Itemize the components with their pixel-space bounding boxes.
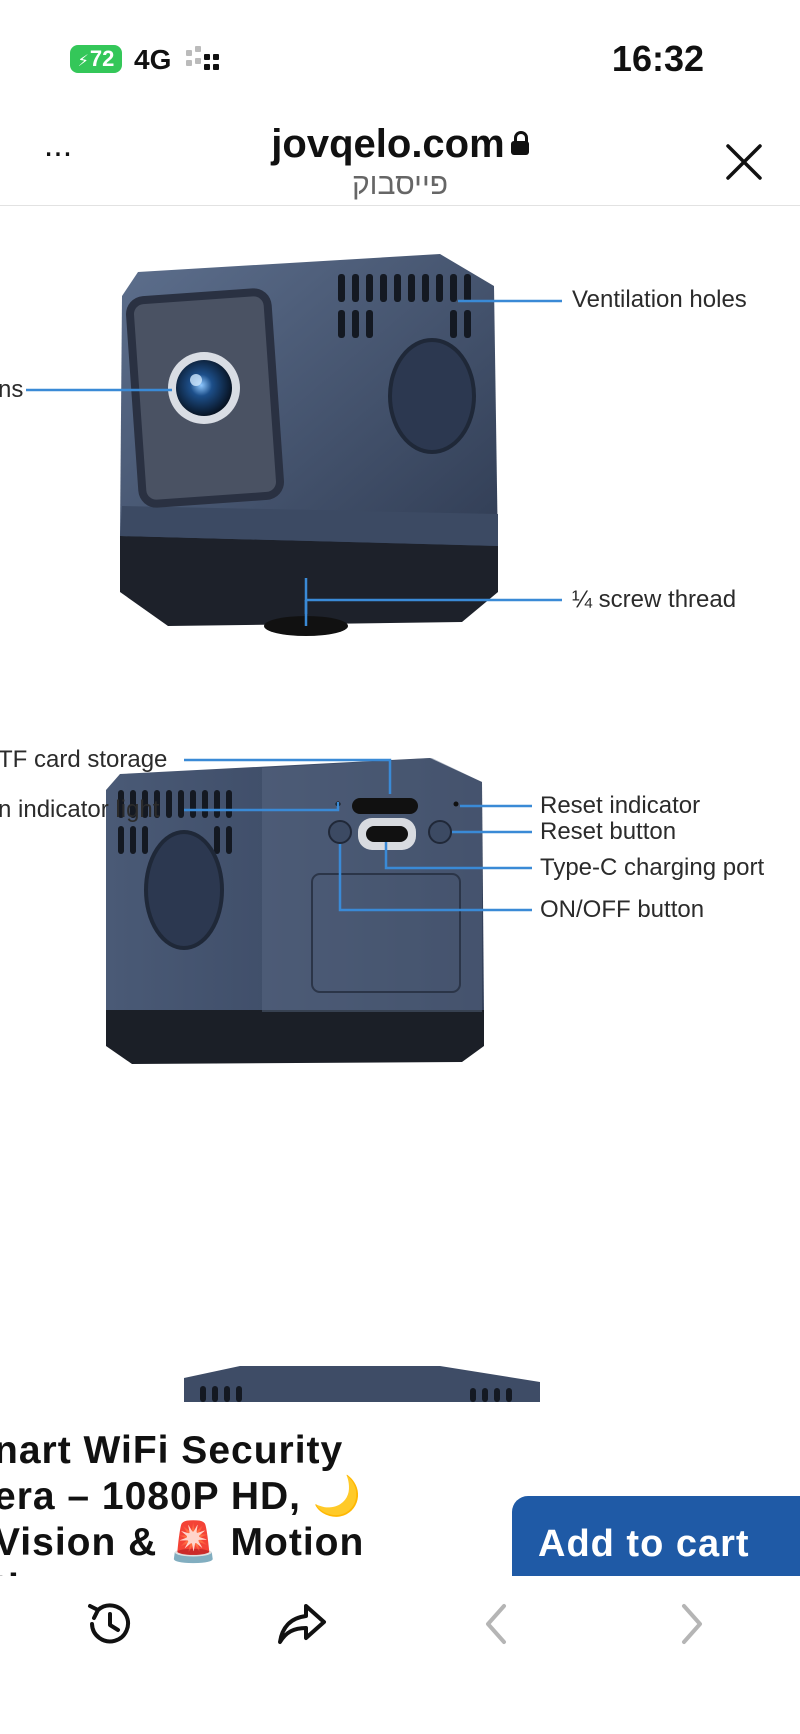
more-options-button[interactable]: ... bbox=[43, 126, 73, 164]
callout-screw-thread: ¼ screw thread bbox=[572, 586, 737, 613]
close-icon[interactable] bbox=[724, 142, 764, 182]
status-bar: ⚡72 4G 16:32 bbox=[0, 0, 800, 110]
product-title-line: era – 1080P HD, 🌙 bbox=[0, 1475, 363, 1518]
camera-partial-view bbox=[184, 1366, 540, 1402]
network-type: 4G bbox=[134, 44, 172, 75]
callout-lens: ns bbox=[0, 376, 24, 403]
product-title: nart WiFi Security era – 1080P HD, 🌙 Vis… bbox=[0, 1428, 434, 1576]
callout-ventilation-holes: Ventilation holes bbox=[572, 286, 747, 313]
domain-text: jovqelo.com bbox=[271, 122, 505, 166]
callout-reset-button: Reset button bbox=[540, 818, 677, 845]
browser-toolbar bbox=[0, 1576, 800, 1734]
page-subtitle: פייסבוק bbox=[351, 168, 449, 201]
camera-front-view bbox=[120, 254, 498, 636]
signal-strength-icon bbox=[186, 46, 230, 74]
battery-indicator: ⚡72 bbox=[70, 45, 122, 73]
callout-indicator-light: n indicator light bbox=[0, 796, 160, 823]
product-title-line: nart WiFi Security bbox=[0, 1429, 344, 1472]
camera-back-view bbox=[106, 758, 484, 1064]
product-title-line: ti bbox=[0, 1566, 434, 1576]
battery-level: 72 bbox=[89, 46, 115, 71]
history-icon[interactable] bbox=[80, 1594, 140, 1654]
camera-illustration bbox=[26, 254, 562, 1402]
cart-bar: nart WiFi Security era – 1080P HD, 🌙 Vis… bbox=[0, 1402, 800, 1576]
add-to-cart-button[interactable]: Add to cart bbox=[512, 1496, 800, 1576]
page-domain: jovqelo.com bbox=[0, 122, 800, 167]
lock-icon bbox=[510, 131, 529, 155]
callout-reset-indicator: Reset indicator bbox=[540, 792, 701, 819]
charging-bolt-icon: ⚡ bbox=[77, 53, 89, 70]
product-title-line: Vision & 🚨 Motion bbox=[0, 1521, 365, 1564]
product-image: ns Ventilation holes ¼ screw thread TF c… bbox=[0, 206, 800, 1402]
browser-header: ... jovqelo.com פייסבוק bbox=[0, 110, 800, 206]
forward-arrow-icon[interactable] bbox=[662, 1594, 722, 1654]
share-icon[interactable] bbox=[272, 1594, 332, 1654]
callout-tf-card-storage: TF card storage bbox=[0, 746, 168, 773]
callout-on-off-button: ON/OFF button bbox=[540, 896, 705, 923]
callout-type-c-port: Type-C charging port bbox=[540, 854, 765, 881]
back-arrow-icon[interactable] bbox=[466, 1594, 526, 1654]
clock: 16:32 bbox=[611, 38, 704, 79]
